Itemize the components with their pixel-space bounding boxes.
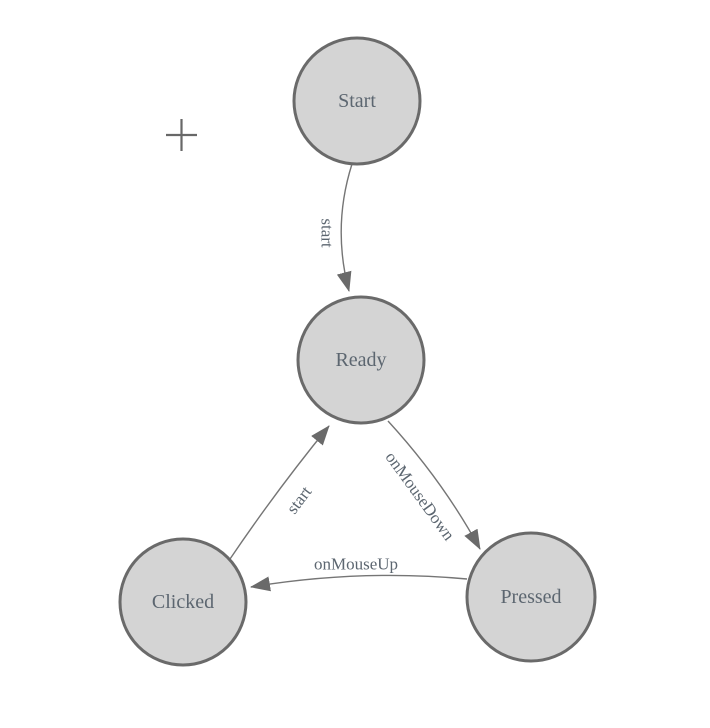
edge-clicked-to-ready[interactable]: start [229,425,330,560]
node-ready-label: Ready [335,349,386,371]
node-ready[interactable]: Ready [296,295,426,425]
edge-start-to-ready[interactable]: start [318,163,353,292]
node-start[interactable]: Start [292,36,422,166]
edge-pressed-to-clicked[interactable]: onMouseUp [250,555,468,592]
node-start-label: Start [338,90,376,112]
node-pressed-label: Pressed [500,586,561,608]
edge-ready-to-pressed[interactable]: onMouseDown [382,420,481,550]
edge-label-start-2: start [283,482,316,517]
node-pressed[interactable]: Pressed [465,531,597,663]
crosshair-plus-icon [166,119,197,151]
edge-label-onmouseup: onMouseUp [314,555,398,574]
node-clicked[interactable]: Clicked [118,537,248,667]
edge-label-start-1: start [318,218,337,248]
node-clicked-label: Clicked [152,591,214,613]
